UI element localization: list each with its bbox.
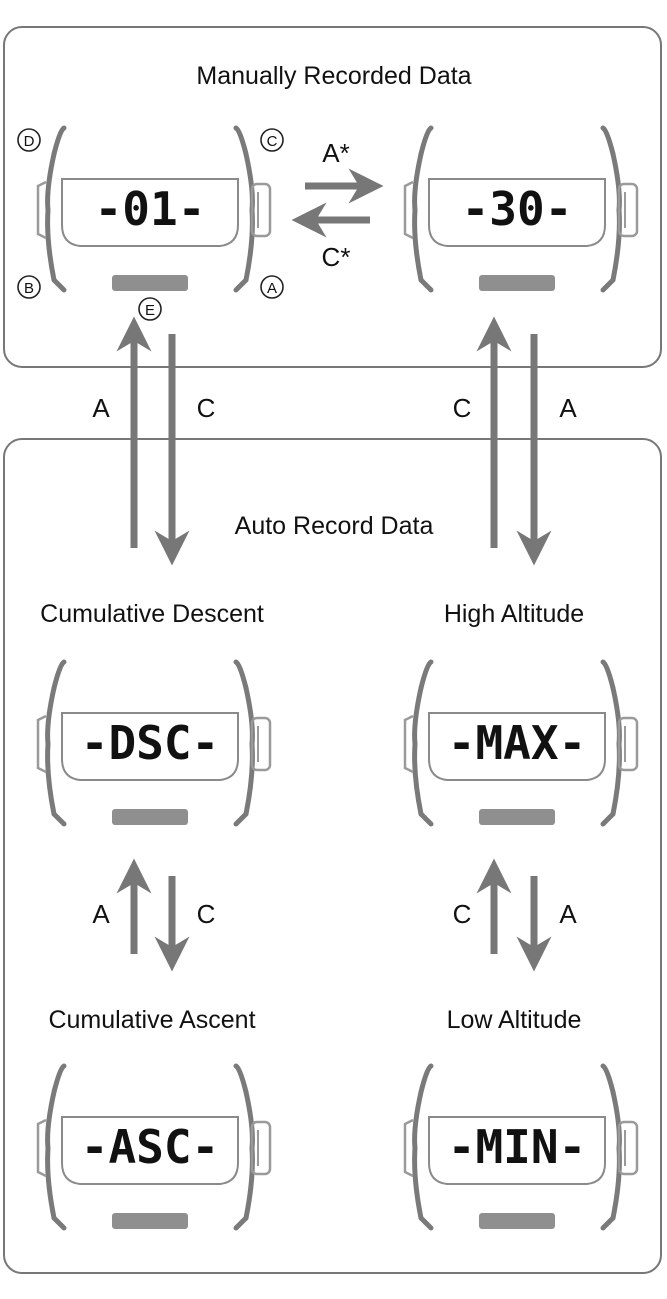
button-e-label: E xyxy=(138,297,162,321)
watch-display-max: -MAX- xyxy=(448,716,586,770)
button-a-label: A xyxy=(260,275,284,299)
svg-text:C: C xyxy=(267,133,278,150)
watch-display-30: -30- xyxy=(462,182,573,236)
auto-section-box xyxy=(3,438,662,1274)
label-mid-right-down: A xyxy=(559,393,577,423)
svg-text:E: E xyxy=(145,302,155,319)
label-c-star: C* xyxy=(322,242,351,272)
caption-low-altitude: Low Altitude xyxy=(447,1006,582,1034)
watch-min: -MIN- xyxy=(405,1066,637,1229)
watch-display-min: -MIN- xyxy=(448,1120,586,1174)
manual-section-box xyxy=(3,26,662,368)
caption-high-altitude: High Altitude xyxy=(444,600,584,628)
button-d-label: D xyxy=(17,128,41,152)
watch-record-30: -30- xyxy=(405,128,637,291)
button-b-label: B xyxy=(17,275,41,299)
label-low-left-up: A xyxy=(92,899,110,929)
label-low-right-down: A xyxy=(559,899,577,929)
label-low-left-down: C xyxy=(197,899,216,929)
svg-text:B: B xyxy=(24,280,34,297)
watch-max: -MAX- xyxy=(405,662,637,825)
caption-cumulative-ascent: Cumulative Ascent xyxy=(48,1006,255,1034)
label-a-star: A* xyxy=(322,138,349,168)
watch-dsc: -DSC- xyxy=(38,662,270,825)
caption-cumulative-descent: Cumulative Descent xyxy=(40,600,264,628)
manual-section-title: Manually Recorded Data xyxy=(196,62,471,90)
watch-asc: -ASC- xyxy=(38,1066,270,1229)
label-mid-left-up: A xyxy=(92,393,110,423)
button-c-label: C xyxy=(260,128,284,152)
label-low-right-up: C xyxy=(453,899,472,929)
watch-record-01: -01- xyxy=(38,128,270,291)
label-mid-right-up: C xyxy=(453,393,472,423)
watch-display-dsc: -DSC- xyxy=(81,716,219,770)
watch-display-asc: -ASC- xyxy=(81,1120,219,1174)
svg-text:D: D xyxy=(24,133,35,150)
label-mid-left-down: C xyxy=(197,393,216,423)
auto-section-title: Auto Record Data xyxy=(235,512,434,540)
svg-text:A: A xyxy=(267,280,277,297)
watch-display-01: -01- xyxy=(95,182,206,236)
